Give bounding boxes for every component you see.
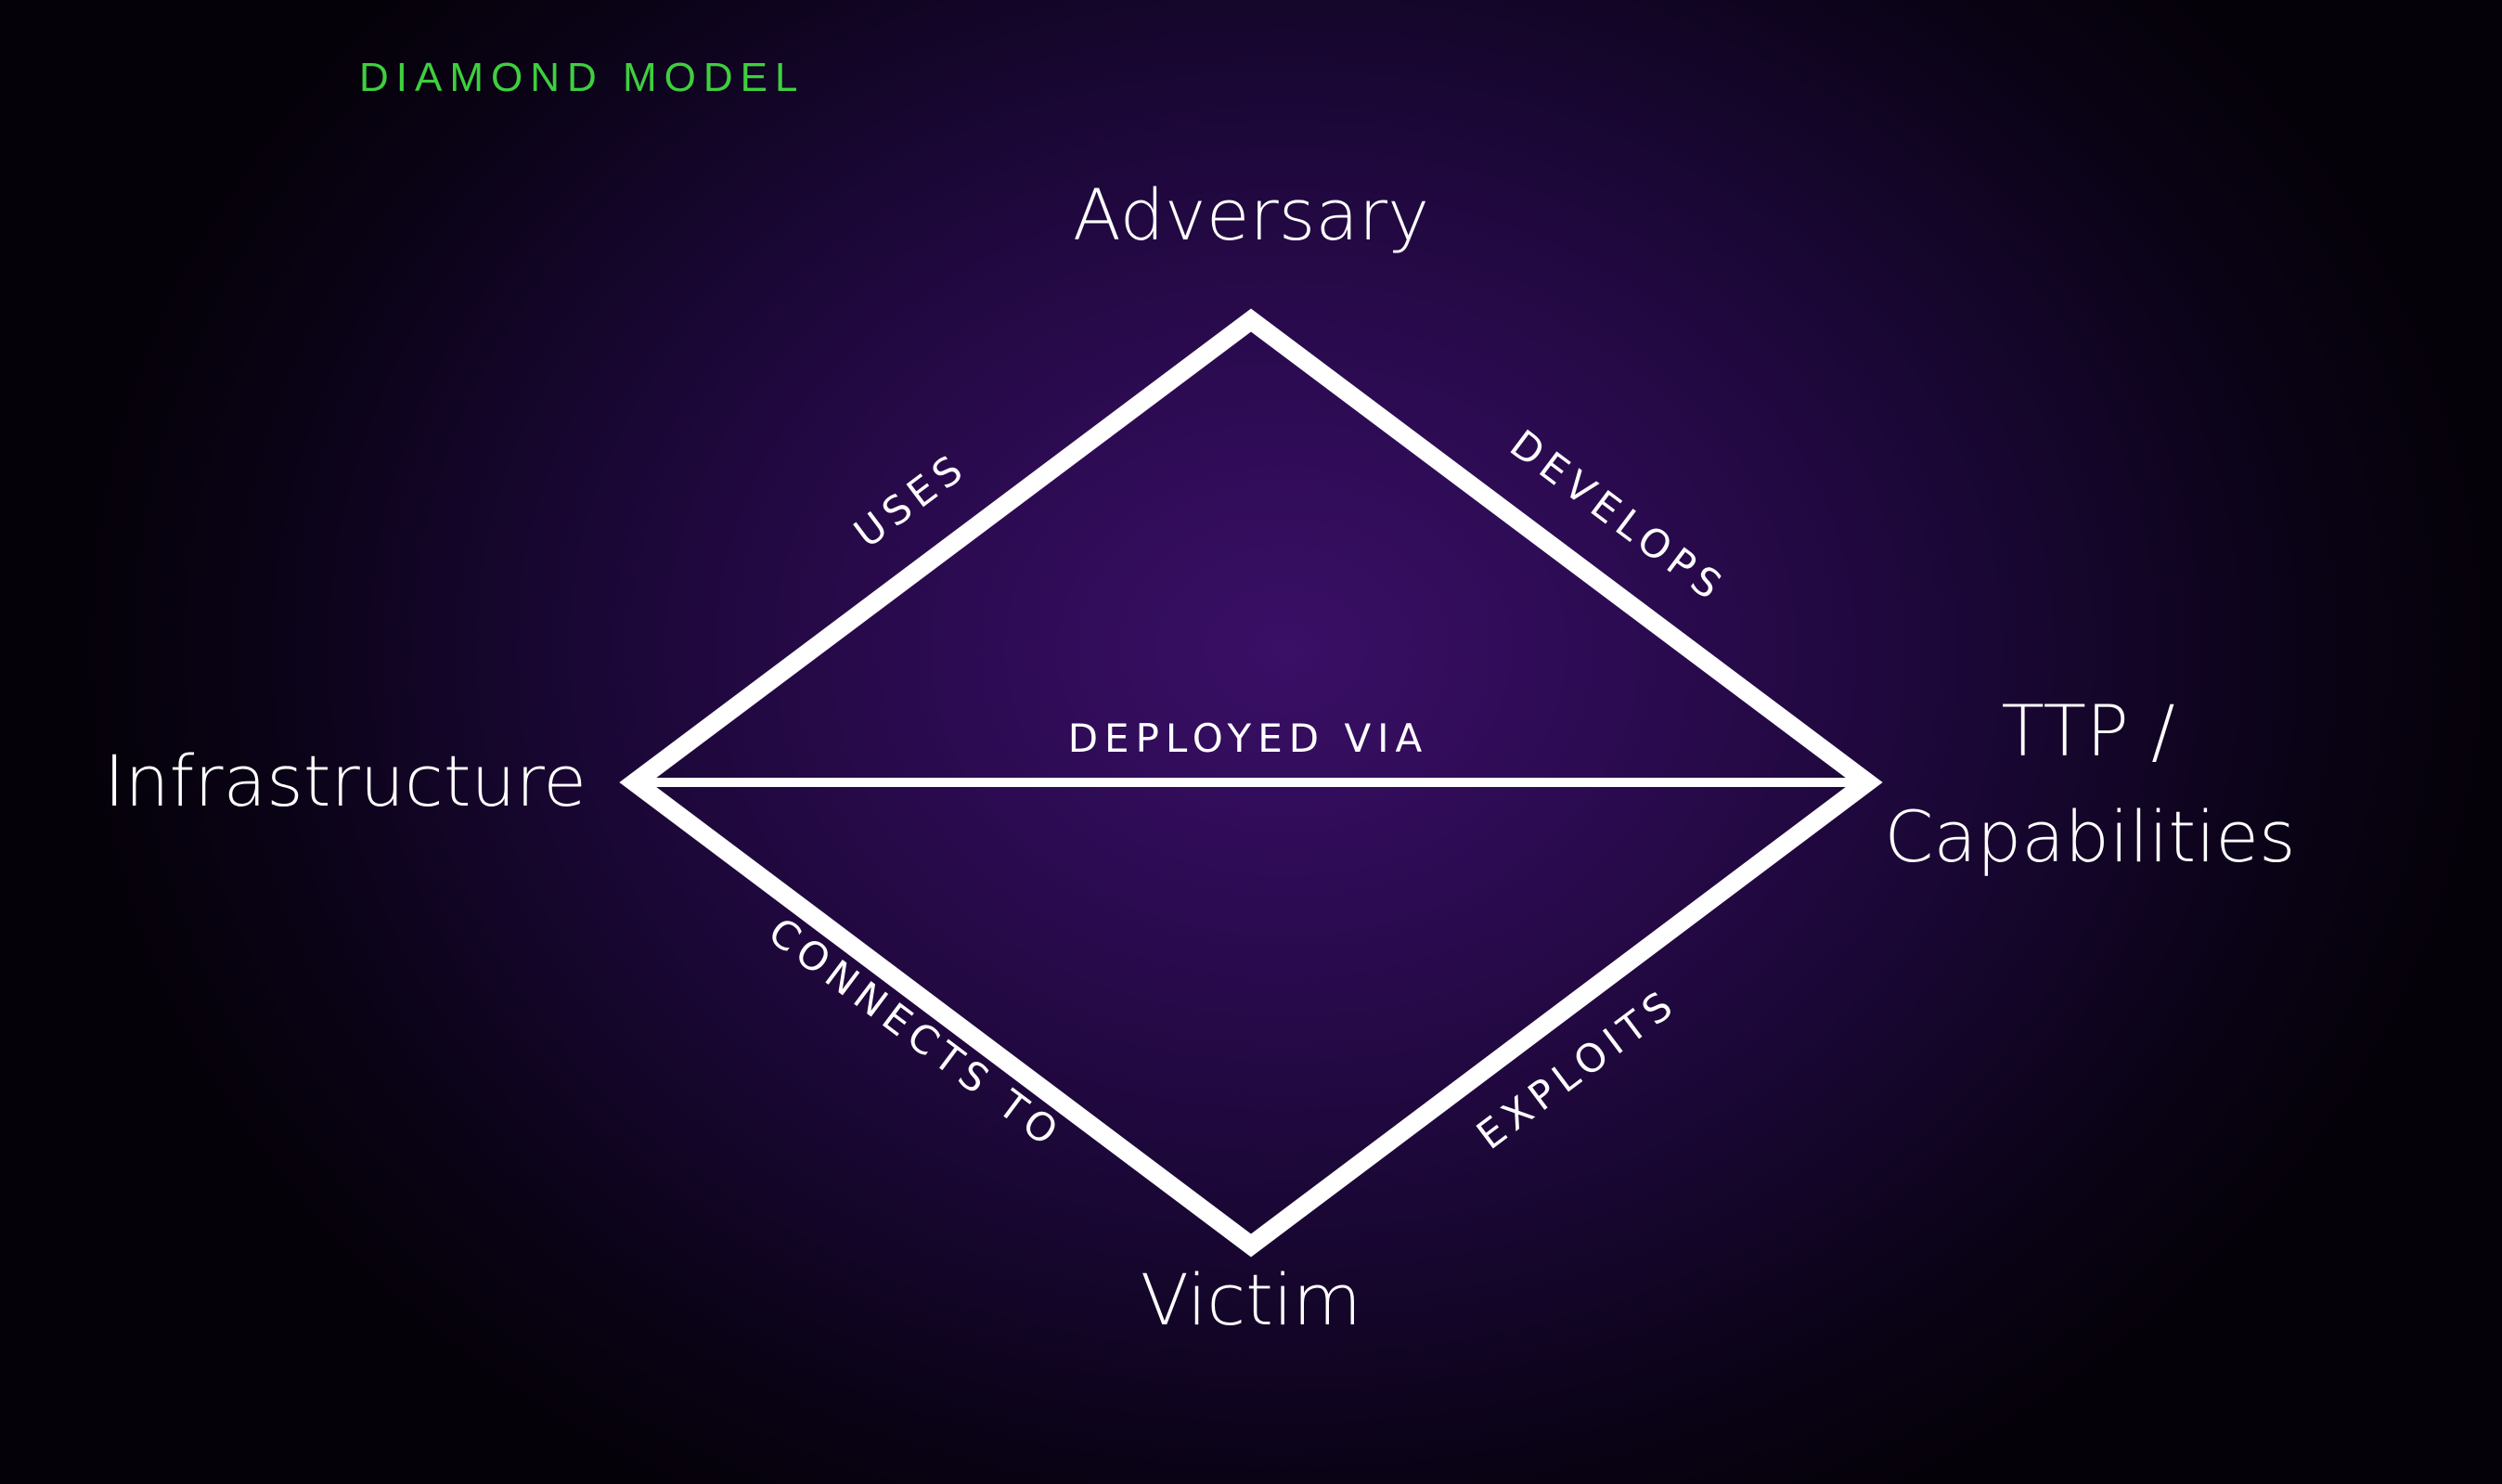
slide-title: DIAMOND MODEL: [359, 55, 806, 100]
adversary-label: Adversary: [1073, 174, 1429, 256]
capabilities-label-line1: TTP /: [2001, 690, 2174, 772]
edge-label-develops: DEVELOPS: [1502, 421, 1735, 613]
diamond-outline: [619, 308, 1883, 1258]
edge-label-connects-to: CONNECTS TO: [760, 909, 1071, 1158]
infrastructure-label: Infrastructure: [104, 740, 587, 822]
edge-label-deployed-via: DEPLOYED VIA: [1068, 716, 1429, 761]
capabilities-label-line2: Capabilities: [1884, 795, 2295, 878]
victim-label: Victim: [1141, 1258, 1361, 1341]
